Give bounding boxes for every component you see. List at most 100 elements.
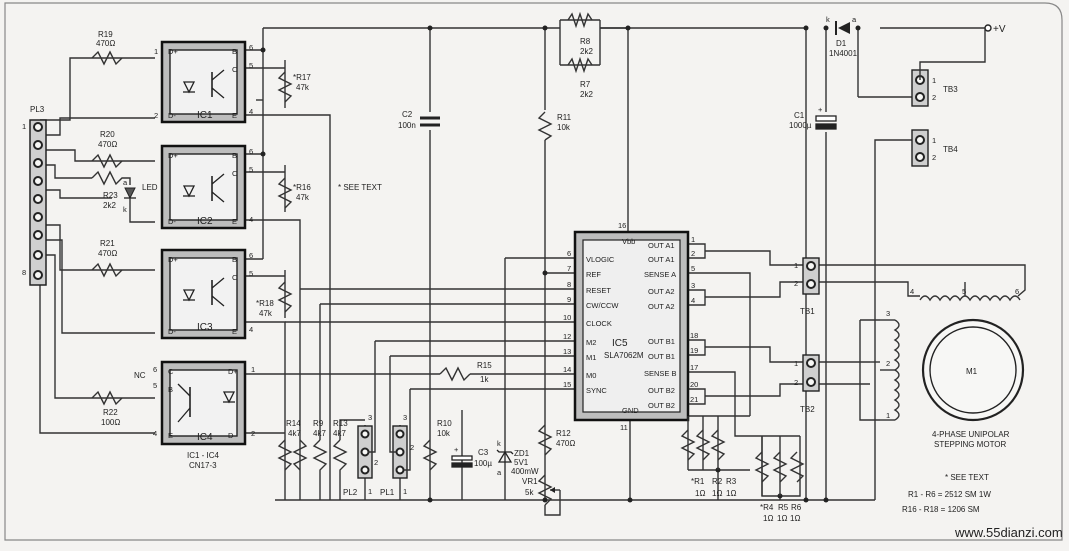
ic1-optocoupler: IC1 D+ B C D- E 1 2 6 5 4 (154, 40, 253, 124)
see-text-note-1: * SEE TEXT (338, 183, 382, 192)
svg-text:a: a (852, 15, 857, 24)
svg-text:10k: 10k (557, 123, 571, 132)
svg-text:R7: R7 (580, 80, 591, 89)
svg-text:2: 2 (794, 279, 798, 288)
svg-text:4: 4 (910, 287, 914, 296)
ic3-name: IC3 (197, 322, 213, 333)
ic2-pin-c: C (232, 169, 238, 178)
svg-text:17: 17 (690, 363, 698, 372)
ic1-pin2: 2 (154, 111, 158, 120)
svg-text:1: 1 (691, 235, 695, 244)
ic2-pin-dplus: D+ (168, 151, 178, 160)
supply-terminal: +V (984, 24, 1006, 35)
svg-text:TB4: TB4 (943, 145, 958, 154)
svg-text:D1: D1 (836, 39, 847, 48)
svg-text:2: 2 (886, 359, 890, 368)
svg-text:LED: LED (142, 183, 158, 192)
svg-text:16: 16 (618, 221, 626, 230)
svg-text:OUT A2: OUT A2 (648, 287, 675, 296)
resistor-r17: *R17 47k (277, 71, 311, 103)
svg-text:k: k (826, 15, 830, 24)
svg-text:a: a (497, 468, 502, 477)
svg-text:R11: R11 (557, 113, 572, 122)
ic4-pin-e: E (168, 431, 173, 440)
svg-text:STEPPING MOTOR: STEPPING MOTOR (934, 440, 1007, 449)
svg-text:SLA7062M: SLA7062M (604, 351, 644, 360)
svg-text:2k2: 2k2 (103, 201, 116, 210)
resistor-r16: *R16 47k (277, 177, 311, 209)
resistor-r9: R9 4k7 (292, 304, 328, 500)
svg-text:PL2: PL2 (343, 488, 358, 497)
ic1-pin5: 5 (249, 61, 253, 70)
ic4-pin2: 2 (251, 429, 255, 438)
capacitor-c1: + C1 1000µ (789, 105, 837, 130)
svg-text:OUT B2: OUT B2 (648, 386, 675, 395)
svg-text:OUT A1: OUT A1 (648, 241, 675, 250)
svg-text:10k: 10k (437, 429, 451, 438)
resistor-r12: R12 470Ω (537, 424, 575, 456)
pl3-pin-first: 1 (22, 122, 26, 131)
svg-text:R8: R8 (580, 37, 591, 46)
sense-resistors-a: *R1 1Ω R2 1Ω R3 1Ω (680, 416, 737, 498)
svg-text:TB3: TB3 (943, 85, 958, 94)
svg-text:2: 2 (932, 153, 936, 162)
resistor-r11: R11 10k (537, 111, 572, 141)
svg-text:*R1: *R1 (691, 477, 705, 486)
svg-text:OUT A1: OUT A1 (648, 255, 675, 264)
svg-text:C2: C2 (402, 110, 413, 119)
svg-text:GND: GND (622, 406, 639, 415)
ic3-pin-e: E (232, 327, 237, 336)
motor-coil-b: 3 2 1 (880, 309, 900, 421)
resistor-r20: R20 470Ω (91, 130, 123, 169)
ic2-pin-b: B (232, 151, 237, 160)
svg-text:OUT B2: OUT B2 (648, 401, 675, 410)
svg-text:PL1: PL1 (380, 488, 395, 497)
pl3-label: PL3 (30, 105, 45, 114)
svg-text:SYNC: SYNC (586, 386, 607, 395)
svg-text:R21: R21 (100, 239, 115, 248)
terminal-tb3: 1 2 TB3 (911, 28, 986, 107)
ic1-pin1: 1 (154, 47, 158, 56)
svg-text:400mW: 400mW (511, 467, 539, 476)
svg-text:R6: R6 (791, 503, 802, 512)
svg-text:M1: M1 (966, 367, 978, 376)
resistor-r21: R21 470Ω (91, 239, 123, 278)
ic4-pin-dplus: D+ (228, 367, 238, 376)
ic2-pin6: 6 (249, 147, 253, 156)
svg-text:13: 13 (563, 347, 571, 356)
terminal-tb1: 1 2 TB1 (794, 257, 820, 316)
ic1-pin-dplus: D+ (168, 47, 178, 56)
svg-text:R20: R20 (100, 130, 115, 139)
svg-text:15: 15 (563, 380, 571, 389)
svg-text:47k: 47k (296, 193, 310, 202)
resistor-r23: R23 2k2 (91, 170, 131, 210)
ic2-pin-e: E (232, 217, 237, 226)
svg-text:+: + (818, 105, 823, 114)
svg-text:2: 2 (410, 443, 414, 452)
ic3-optocoupler: IC3 D+ B C D- E 6 5 4 (160, 248, 253, 340)
svg-text:1: 1 (886, 411, 890, 420)
svg-text:C3: C3 (478, 448, 489, 457)
ic4-pin-dminus: D- (228, 431, 236, 440)
svg-text:1k: 1k (480, 375, 489, 384)
ic1-name: IC1 (197, 110, 213, 121)
resistor-r15: R15 1k (439, 361, 492, 384)
ic2-pin-dminus: D- (168, 217, 176, 226)
svg-text:SENSE B: SENSE B (644, 369, 677, 378)
svg-text:VLOGIC: VLOGIC (586, 255, 615, 264)
ic-part: CN17-3 (189, 461, 217, 470)
svg-text:20: 20 (690, 380, 698, 389)
resistor-r14: R14 4k7 (277, 419, 301, 471)
svg-text:6: 6 (1015, 287, 1019, 296)
svg-text:100n: 100n (398, 121, 416, 130)
svg-text:470Ω: 470Ω (98, 140, 117, 149)
resistor-r10: R10 10k (422, 419, 452, 471)
svg-text:*R18: *R18 (256, 299, 274, 308)
ic4-pin4: 4 (153, 429, 157, 438)
svg-text:*R16: *R16 (293, 183, 311, 192)
svg-text:TB1: TB1 (800, 307, 815, 316)
svg-text:19: 19 (690, 346, 698, 355)
svg-text:*R4: *R4 (760, 503, 774, 512)
svg-text:IC5: IC5 (612, 338, 628, 349)
